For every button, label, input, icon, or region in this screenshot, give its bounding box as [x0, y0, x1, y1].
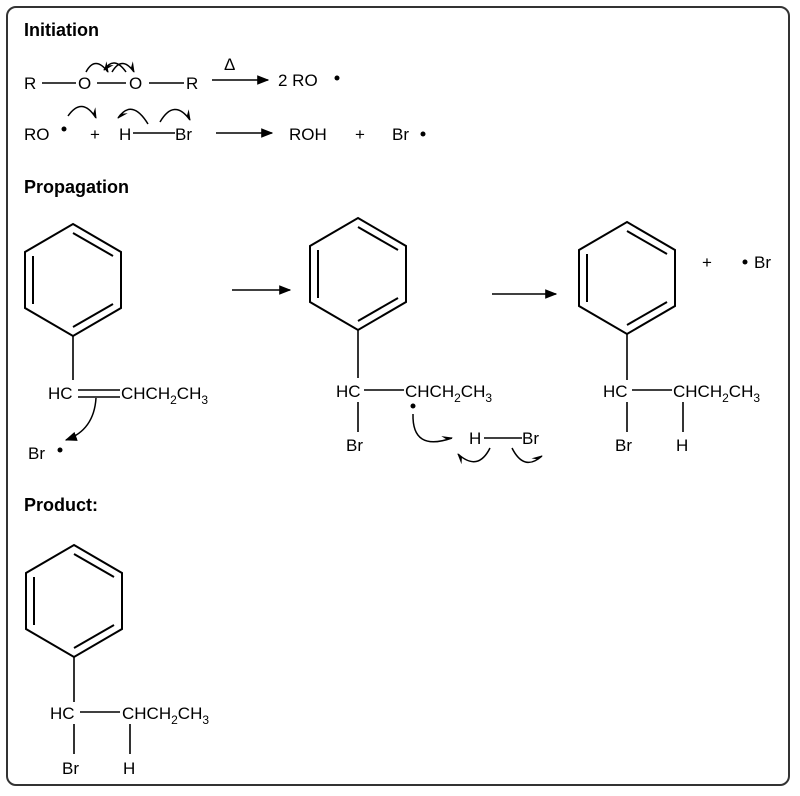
alkene-structure: HC CHCH2CH3 Br: [24, 222, 208, 463]
curved-arrow-icon: [67, 105, 97, 119]
roh-label: ROH: [289, 125, 327, 144]
br-label: Br: [346, 436, 363, 455]
radical-dot-icon: [334, 75, 340, 81]
initiation-reaction-1: R O O R Δ 2 RO: [24, 55, 340, 93]
radical-dot-icon: [420, 131, 426, 137]
initiation-reaction-2: RO + H Br ROH + Br: [24, 105, 426, 144]
heat-symbol: Δ: [224, 55, 235, 74]
hc-label: HC: [603, 382, 628, 401]
hc-label: HC: [48, 384, 73, 403]
chain-label: CHCH2CH3: [405, 382, 492, 405]
r-left-label: R: [24, 74, 36, 93]
diagram-frame: [6, 6, 790, 786]
chain-label: CHCH2CH3: [121, 384, 208, 407]
radical-dot-icon: [57, 447, 63, 453]
br-label: Br: [615, 436, 632, 455]
ro-label: RO: [24, 125, 50, 144]
br-radical-label: Br: [754, 253, 771, 272]
br-label: Br: [62, 759, 79, 778]
propagation-product-structure: HC CHCH2CH3 Br H + Br: [578, 220, 771, 455]
radical-dot-icon: [61, 126, 67, 132]
br-label: Br: [175, 125, 192, 144]
radical-dot-icon: [742, 259, 748, 265]
benzylic-radical-structure: HC CHCH2CH3 Br H Br: [309, 216, 543, 465]
chain-label: CHCH2CH3: [122, 704, 209, 727]
oxygen-1-label: O: [78, 74, 91, 93]
benzene-ring-icon: [309, 216, 407, 332]
oxygen-2-label: O: [129, 74, 142, 93]
curved-arrow-icon: [103, 62, 127, 73]
br-radical-label: Br: [392, 125, 409, 144]
radical-dot-icon: [410, 403, 416, 409]
benzene-ring-icon: [578, 220, 676, 336]
curved-arrow-icon: [111, 61, 135, 73]
hbr-br-label: Br: [522, 429, 539, 448]
curved-arrow-icon: [457, 447, 491, 465]
curved-arrow-icon: [64, 397, 97, 441]
plus-sign: +: [702, 253, 712, 272]
h-label: H: [676, 436, 688, 455]
h-label: H: [123, 759, 135, 778]
curved-arrow-icon: [412, 413, 453, 443]
curved-arrow-icon: [117, 108, 149, 125]
curved-arrow-icon: [159, 108, 191, 123]
h-label: H: [119, 125, 131, 144]
benzene-ring-icon: [24, 222, 122, 338]
hbr-h-label: H: [469, 429, 481, 448]
r-right-label: R: [186, 74, 198, 93]
hc-label: HC: [336, 382, 361, 401]
heading-initiation: Initiation: [24, 20, 99, 40]
plus-sign: +: [90, 125, 100, 144]
heading-product: Product:: [24, 495, 98, 515]
benzene-ring-icon: [25, 543, 123, 659]
br-radical-label: Br: [28, 444, 45, 463]
ro-radical-product: 2 RO: [278, 71, 318, 90]
heading-propagation: Propagation: [24, 177, 129, 197]
hc-label: HC: [50, 704, 75, 723]
curved-arrow-icon: [511, 447, 543, 464]
chain-label: CHCH2CH3: [673, 382, 760, 405]
plus-sign: +: [355, 125, 365, 144]
final-product-structure: HC CHCH2CH3 Br H: [25, 543, 209, 778]
